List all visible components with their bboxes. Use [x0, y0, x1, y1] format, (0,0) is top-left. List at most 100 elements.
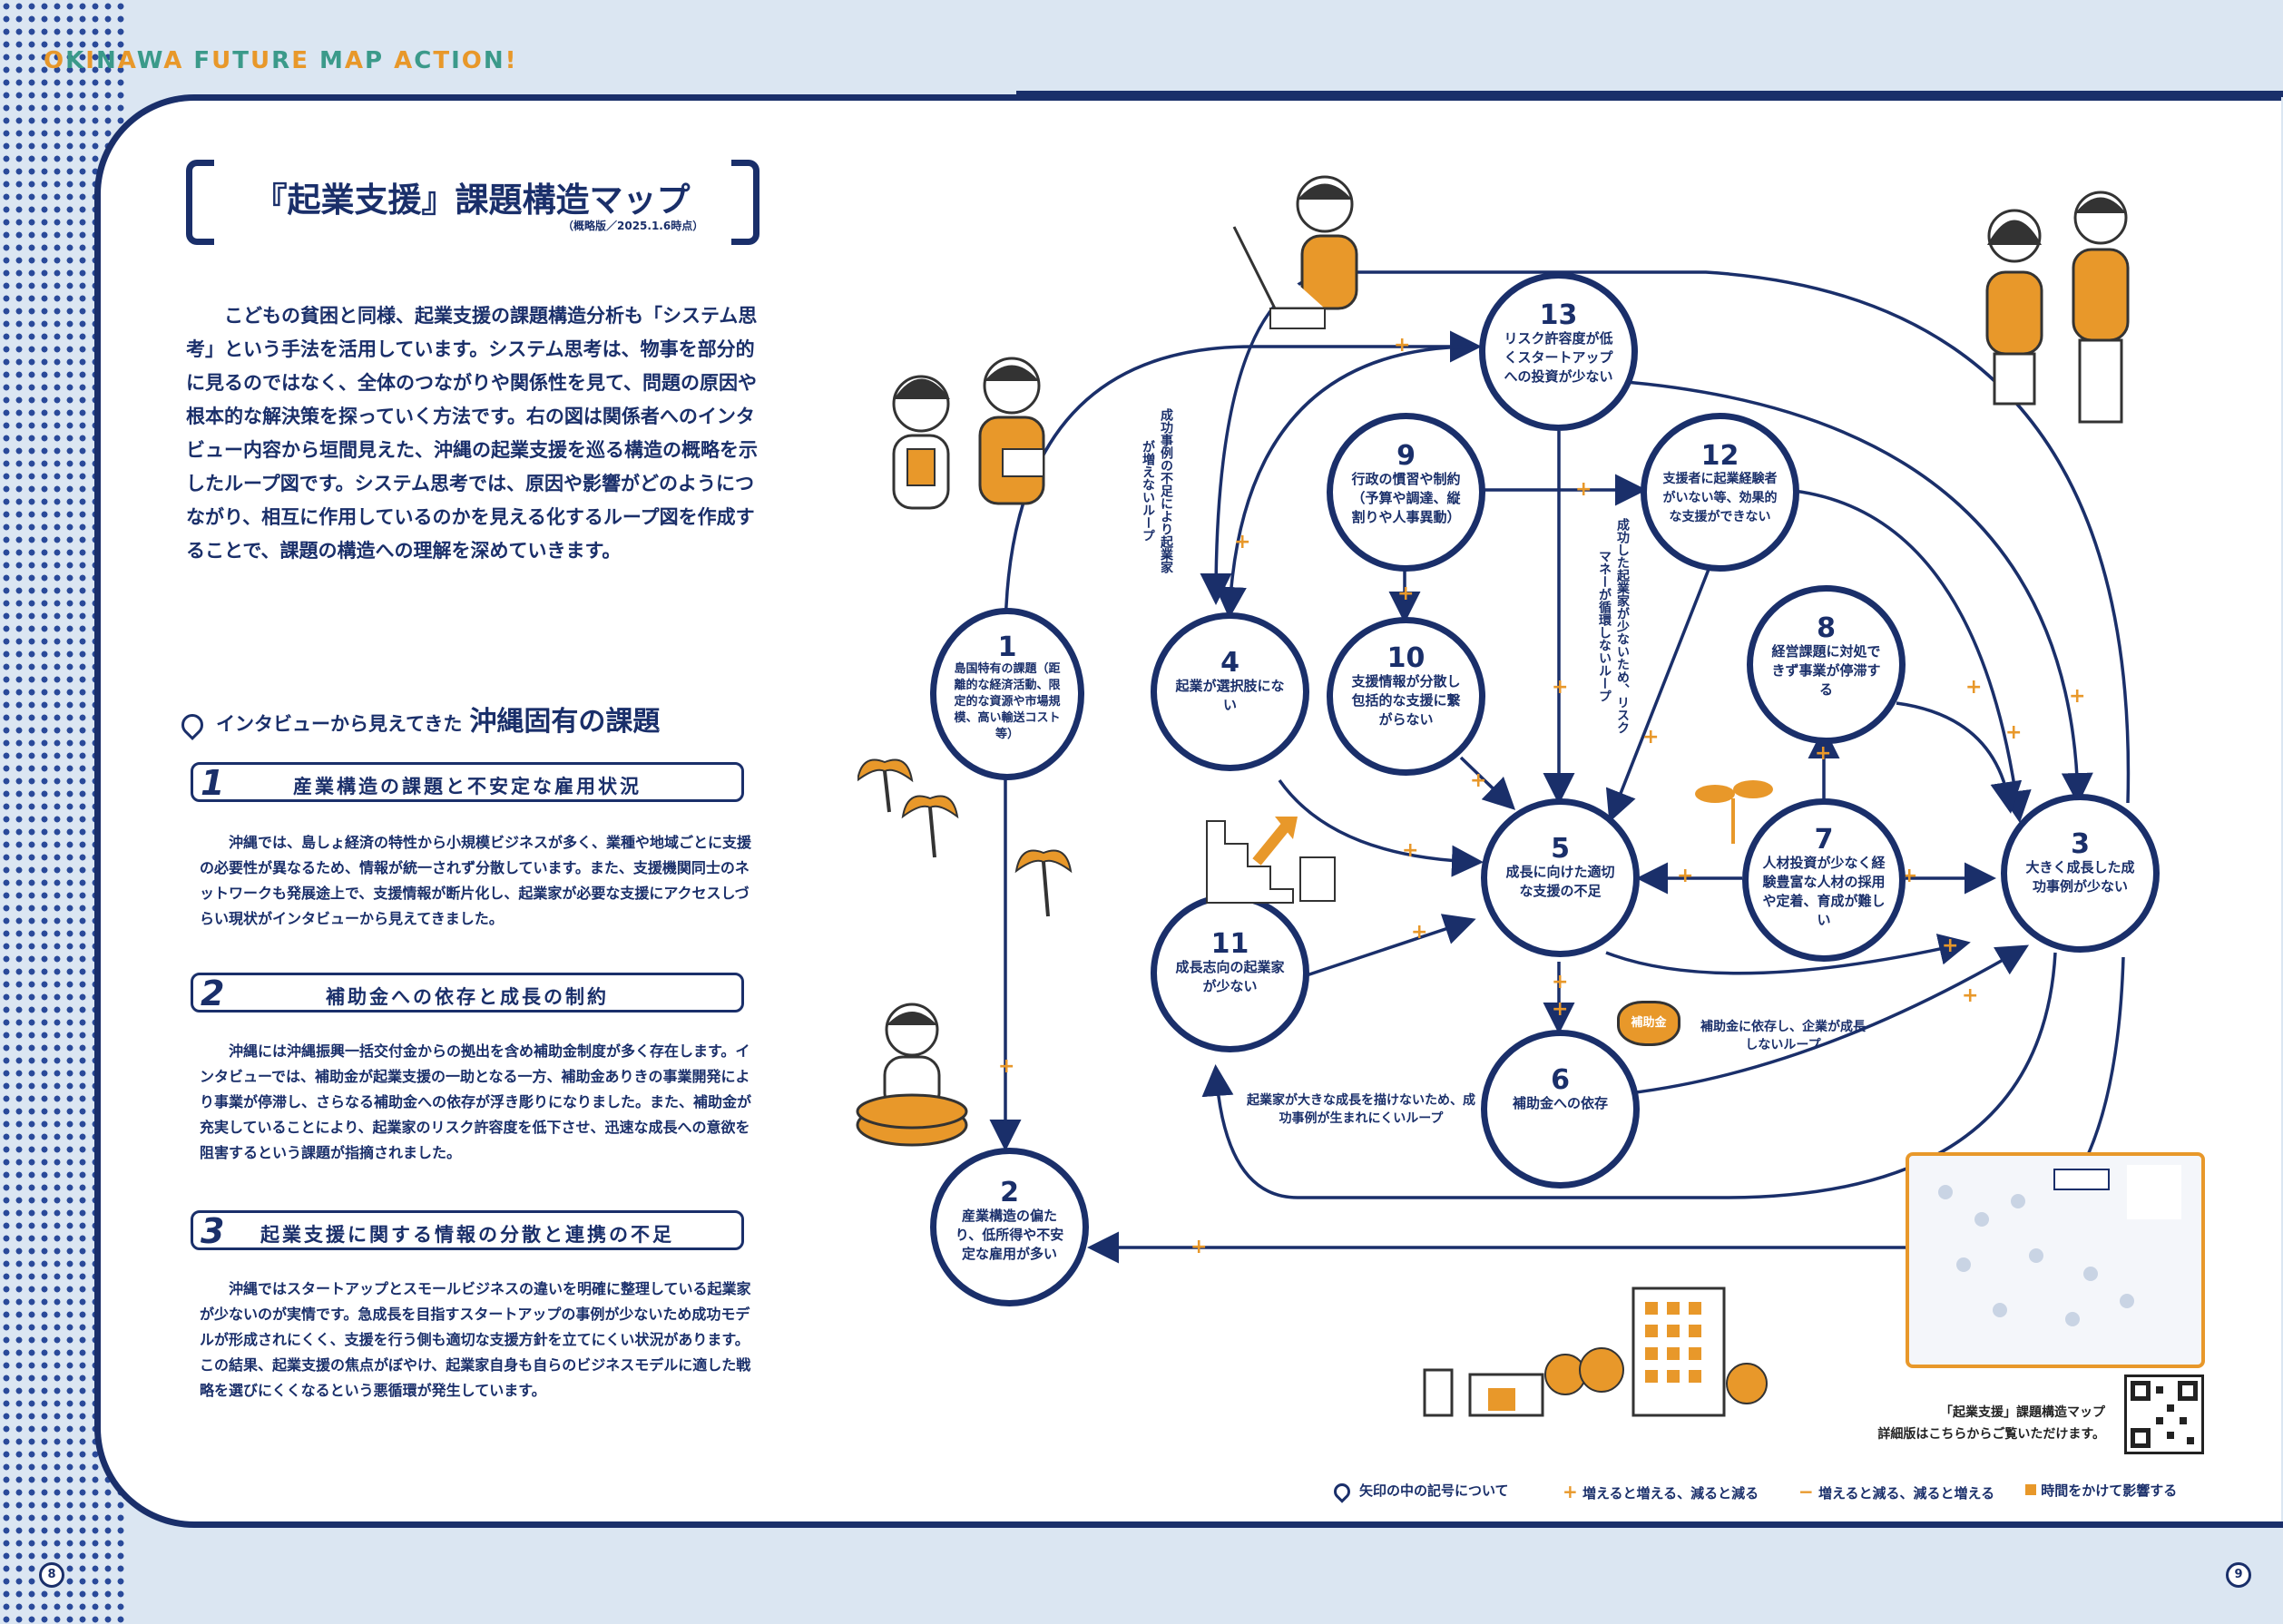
node-number: 8 — [1817, 612, 1836, 644]
section-prefix: インタビューから見えてきた — [216, 713, 463, 735]
page-number-right: 9 — [2226, 1562, 2251, 1588]
plus-sign: + — [1575, 478, 1592, 501]
node-text: 成長に向けた適切な支援の不足 — [1505, 864, 1615, 899]
node-number: 6 — [1551, 1064, 1570, 1096]
issue-label: 補助金への依存と成長の制約 — [326, 986, 609, 1008]
plus-sign: + — [1402, 839, 1419, 862]
node-number: 4 — [1220, 647, 1239, 679]
qr-caption-line-1: 「起業支援」課題構造マップ — [1940, 1405, 2105, 1420]
issue-number: 2 — [201, 973, 225, 1013]
legend-plus-text: 増えると増える、減ると減る — [1582, 1485, 1759, 1502]
node-11: 11 成長志向の起業家が少ない — [1151, 894, 1309, 1052]
worried-person-illustration — [856, 1003, 968, 1147]
page-title: 『起業支援』課題構造マップ — [253, 181, 691, 220]
loop-label-c: 補助金に依存し、企業が成長しないループ — [1700, 1020, 1866, 1052]
title-bracket-left — [186, 160, 214, 245]
node-number: 2 — [1000, 1177, 1019, 1208]
node-number: 1 — [997, 631, 1017, 663]
plus-sign: + — [1234, 531, 1251, 553]
section-heading: インタビューから見えてきた沖縄固有の課題 — [177, 699, 661, 740]
node-text: 補助金への依存 — [1512, 1095, 1608, 1111]
page-number-left: 8 — [39, 1562, 64, 1588]
detail-map-thumbnail[interactable] — [1906, 1152, 2205, 1368]
node-number: 7 — [1814, 824, 1834, 856]
plus-sign: + — [1470, 769, 1487, 792]
loop-label-b: 成功した起業家が少ないため、リスクマネーが循環しないループ — [1597, 518, 1630, 734]
plus-sign: + — [998, 1055, 1015, 1078]
node-text: リスク許容度が低くスタートアップへの投資が少ない — [1504, 330, 1613, 385]
node-3: 3 大きく成長した成功事例が少ない — [2001, 794, 2160, 953]
plus-sign: + — [2069, 685, 2086, 708]
node-number: 13 — [1539, 299, 1578, 331]
issue-header-2: 2 補助金への依存と成長の制約 — [191, 973, 744, 1013]
node-12: 12 支援者に起業経験者がいない等、効果的な支援ができない — [1641, 413, 1799, 572]
node-number: 10 — [1386, 642, 1426, 674]
plus-sign: + — [1397, 582, 1415, 605]
plus-sign: + — [2005, 721, 2023, 744]
issue-label: 起業支援に関する情報の分散と連携の不足 — [260, 1224, 674, 1246]
plus-sign: + — [1394, 334, 1411, 357]
top-rule — [1016, 91, 2283, 97]
issue-body-2: 沖縄には沖縄振興一括交付金からの拠出を含め補助金制度が多く存在します。インタビュ… — [200, 1042, 752, 1161]
plus-sign: + — [1642, 726, 1660, 748]
people-illustration-right — [1985, 191, 2130, 424]
plus-sign: + — [1411, 921, 1428, 944]
qr-caption-line-2: 詳細版はこちらからご覧いただけます。 — [1877, 1427, 2105, 1442]
node-9: 9 行政の慣習や制約（予算や調達、縦割りや人事異動） — [1327, 413, 1485, 572]
node-8: 8 経営課題に対処できず事業が停滞する — [1747, 585, 1906, 744]
node-5: 5 成長に向けた適切な支援の不足 — [1481, 798, 1640, 957]
node-1: 1 島国特有の課題（距離的な経済活動、限定的な資源や市場規模、高い輸送コスト等） — [930, 608, 1084, 780]
legend-minus: − 増えると減る、減ると増える — [1798, 1481, 1994, 1502]
node-number: 11 — [1210, 928, 1249, 960]
plus-sign: + — [1962, 984, 1979, 1007]
plus-sign: + — [1677, 865, 1694, 887]
plus-sign: + — [1965, 676, 1983, 699]
legend-plus: + 増えると増える、減ると減る — [1563, 1481, 1759, 1502]
legend-title-text: 矢印の中の記号について — [1359, 1482, 1509, 1499]
legend-title: 矢印の中の記号について — [1330, 1479, 1509, 1503]
bottom-rule — [1016, 1521, 2283, 1528]
money-bag-label: 補助金 — [1631, 1016, 1667, 1030]
issue-header-3: 3 起業支援に関する情報の分散と連携の不足 — [191, 1210, 744, 1251]
qr-code[interactable] — [2124, 1375, 2204, 1454]
node-number: 3 — [2071, 828, 2090, 860]
node-6: 6 補助金への依存 — [1481, 1030, 1640, 1189]
issue-body-1: 沖縄では、島しょ経済の特性から小規模ビジネスが多く、業種や地域ごとに支援の必要性… — [200, 834, 752, 927]
issue-number: 1 — [201, 763, 225, 803]
sprout-icon — [1695, 780, 1773, 844]
node-number: 9 — [1396, 440, 1416, 472]
node-10: 10 支援情報が分散し包括的な支援に繋がらない — [1327, 617, 1485, 776]
node-text: 人材投資が少なく経験豊富な人材の採用や定着、育成が難しい — [1762, 855, 1886, 928]
issue-header-1: 1 産業構造の課題と不安定な雇用状況 — [191, 762, 744, 803]
plus-sign: + — [1190, 1236, 1208, 1258]
loop-label-a: 成功事例の不足により起業家が増えないループ — [1141, 407, 1173, 573]
node-number: 12 — [1700, 440, 1739, 472]
node-2: 2 産業構造の偏たり、低所得や不安定な雇用が多い — [930, 1148, 1089, 1306]
people-illustration-left — [892, 357, 1045, 510]
intro-paragraph: こどもの貧困と同様、起業支援の課題構造分析も「システム思考」という手法を活用して… — [186, 305, 758, 562]
node-7: 7 人材投資が少なく経験豊富な人材の採用や定着、育成が難しい — [1742, 798, 1906, 962]
section-title: 沖縄固有の課題 — [469, 706, 661, 738]
issue-number: 3 — [201, 1211, 225, 1251]
plus-sign: + — [1552, 676, 1569, 699]
node-text: 支援者に起業経験者がいない等、効果的な支援ができない — [1662, 472, 1778, 524]
title-bracket-right — [731, 160, 759, 245]
node-text: 島国特有の課題（距離的な経済活動、限定的な資源や市場規模、高い輸送コスト等） — [954, 662, 1061, 741]
node-text: 大きく成長した成功事例が少ない — [2025, 859, 2135, 895]
legend-minus-text: 増えると減る、減ると増える — [1818, 1485, 1995, 1502]
node-number: 5 — [1551, 833, 1570, 865]
qr-pattern — [2131, 1381, 2198, 1448]
legend-delay-text: 時間をかけて影響する — [2041, 1482, 2178, 1499]
city-illustration — [1423, 1286, 1768, 1417]
palm-trees-illustration — [857, 758, 1073, 917]
legend-delay: 時間をかけて影響する — [2025, 1481, 2177, 1500]
minus-icon: − — [1798, 1481, 1814, 1502]
loop-label-d: 起業家が大きな成長を描けないため、成功事例が生まれにくいループ — [1247, 1093, 1475, 1126]
qr-caption: 「起業支援」課題構造マップ 詳細版はこちらからご覧いただけます。 — [1842, 1402, 2105, 1445]
node-text: 行政の慣習や制約（予算や調達、縦割りや人事異動） — [1351, 471, 1461, 525]
plus-sign: + — [1552, 971, 1569, 993]
plus-icon: + — [1563, 1481, 1578, 1502]
node-text: 成長志向の起業家が少ない — [1175, 959, 1285, 994]
person-laptop-illustration — [1232, 175, 1358, 329]
